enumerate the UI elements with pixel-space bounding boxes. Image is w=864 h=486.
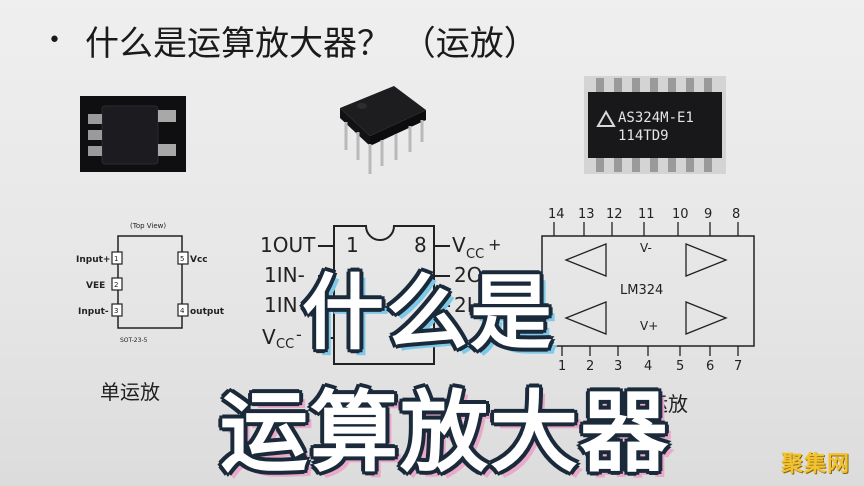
lm324-v-plus: V+ bbox=[640, 319, 658, 333]
pin-number-3: 3 bbox=[114, 307, 118, 315]
chip-marking-line1: AS324M-E1 bbox=[618, 110, 694, 126]
overlay-headline-line2: 运算放大器 bbox=[220, 381, 671, 484]
dip-left-label-4: V bbox=[262, 325, 276, 349]
dip-left-sub-suffix: - bbox=[296, 325, 302, 344]
pin-number-4: 4 bbox=[180, 307, 185, 315]
dip8-pinout-diagram: 1OUT 1IN- 1IN V CC - 1 8 V CC + 2O 2I bbox=[260, 225, 501, 365]
lm324-top-pin-11: 11 bbox=[638, 207, 655, 222]
dip-right-sub: CC bbox=[466, 247, 484, 262]
pin-label-output: output bbox=[190, 307, 225, 317]
lm324-top-pin-14: 14 bbox=[548, 207, 565, 222]
top-view-label: (Top View) bbox=[130, 222, 166, 230]
lm324-bottom-pin-5: 5 bbox=[676, 359, 684, 374]
lm324-bottom-pin-2: 2 bbox=[586, 359, 594, 374]
lm324-top-pin-9: 9 bbox=[704, 207, 712, 222]
watermark-logo: 聚集网 bbox=[780, 452, 850, 477]
dip-pin-8: 8 bbox=[414, 233, 427, 257]
pin-label-vee: VEE bbox=[86, 281, 105, 291]
lm324-label: LM324 bbox=[620, 283, 663, 298]
dip-right-label-2: 2O bbox=[454, 263, 482, 287]
dip-left-label-3: 1IN bbox=[264, 293, 298, 317]
dip-right-sub-suffix: + bbox=[488, 235, 501, 254]
bullet-point: • bbox=[48, 27, 61, 53]
caption-single-opamp: 单运放 bbox=[100, 380, 160, 404]
lm324-pinout-diagram: 14 13 12 11 10 9 8 1 2 3 4 5 6 7 LM324 V… bbox=[541, 207, 755, 374]
pin-label-input-minus: Input- bbox=[78, 307, 109, 317]
soic14-chip-photo: AS324M-E1 114TD9 bbox=[584, 76, 726, 174]
lm324-v-minus: V- bbox=[640, 241, 652, 255]
lm324-top-pin-10: 10 bbox=[672, 207, 689, 222]
lm324-bottom-pin-4: 4 bbox=[644, 359, 652, 374]
chip-marking-line2: 114TD9 bbox=[618, 128, 669, 144]
title-text: 什么是运算放大器？ （运放） bbox=[84, 23, 538, 64]
caption-quad-opamp: 四运放 bbox=[628, 392, 688, 416]
lm324-bottom-pin-1: 1 bbox=[558, 359, 566, 374]
dip-right-label-3: 2I bbox=[454, 293, 473, 317]
lm324-bottom-pin-7: 7 bbox=[734, 359, 742, 374]
dip8-chip-photo bbox=[340, 86, 426, 174]
pin-label-vcc: Vcc bbox=[190, 255, 208, 265]
slide-title: • 什么是运算放大器？ （运放） bbox=[48, 14, 538, 66]
dip-right-label-1: V bbox=[452, 233, 466, 257]
dip-pin-1: 1 bbox=[346, 233, 359, 257]
package-label: SOT-23-5 bbox=[120, 337, 148, 344]
lm324-top-pin-8: 8 bbox=[732, 207, 740, 222]
pin-label-input-plus: Input+ bbox=[76, 255, 110, 265]
dip-left-label-1: 1OUT bbox=[260, 233, 316, 257]
lm324-bottom-pin-6: 6 bbox=[706, 359, 714, 374]
overlay-headline-line1: 什么是 bbox=[302, 266, 555, 361]
pin-number-1: 1 bbox=[114, 255, 118, 263]
lm324-top-pin-13: 13 bbox=[578, 207, 595, 222]
sot23-chip-photo bbox=[80, 96, 186, 172]
pin-number-2: 2 bbox=[114, 281, 118, 289]
lm324-bottom-pin-3: 3 bbox=[614, 359, 622, 374]
dip-left-label-2: 1IN- bbox=[264, 263, 305, 287]
sot23-pinout-diagram: (Top View) Input+ VEE Input- Vcc output … bbox=[76, 222, 225, 344]
dip-left-sub: CC bbox=[276, 337, 294, 352]
lm324-top-pin-12: 12 bbox=[606, 207, 623, 222]
pin-number-5: 5 bbox=[180, 255, 184, 263]
